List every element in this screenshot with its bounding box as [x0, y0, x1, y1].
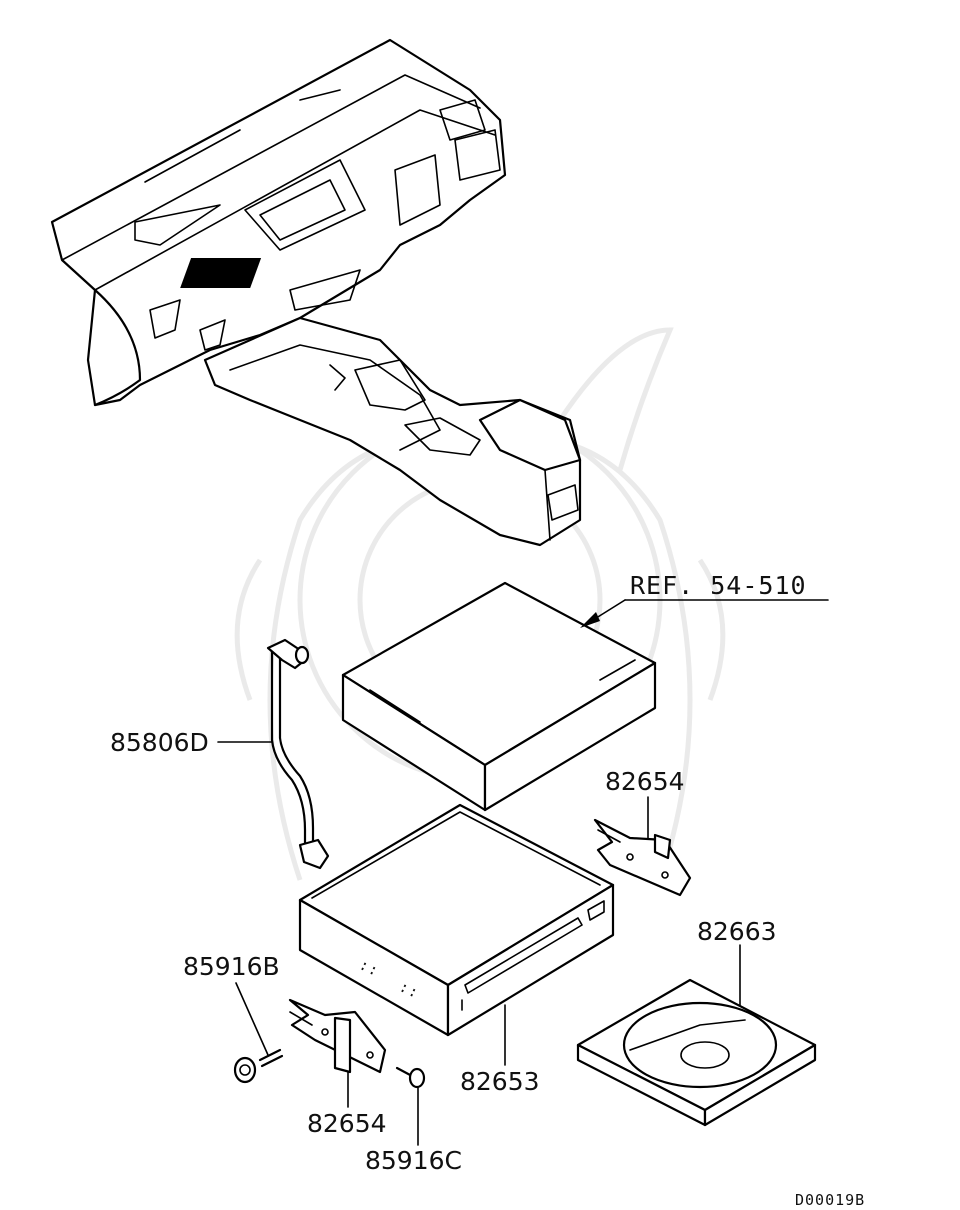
- bracket-right-part: [593, 818, 692, 897]
- cable-part: [266, 638, 330, 870]
- reference-leader: [580, 599, 829, 628]
- diagram-code: D00019B: [795, 1191, 865, 1209]
- part-number-bracket-right: 82654: [605, 767, 685, 796]
- part-number-bolt: 85916B: [183, 952, 280, 981]
- screw-part: [395, 1066, 426, 1089]
- part-number-cable: 85806D: [110, 728, 209, 757]
- disc-part: [576, 978, 817, 1127]
- part-number-disc: 82663: [697, 917, 777, 946]
- reference-label: REF. 54-510: [630, 571, 807, 600]
- part-number-screw: 85916C: [365, 1146, 462, 1175]
- bolt-leader: [235, 982, 269, 1056]
- dashboard-illustration: [50, 38, 582, 547]
- part-number-bracket-left: 82654: [307, 1109, 387, 1138]
- bolt-part: [233, 1048, 284, 1084]
- player-unit-part: :: ::: [298, 803, 615, 1037]
- reference-unit-box: [341, 581, 657, 812]
- part-number-player-unit: 82653: [460, 1067, 540, 1096]
- bracket-left-part: [288, 998, 387, 1074]
